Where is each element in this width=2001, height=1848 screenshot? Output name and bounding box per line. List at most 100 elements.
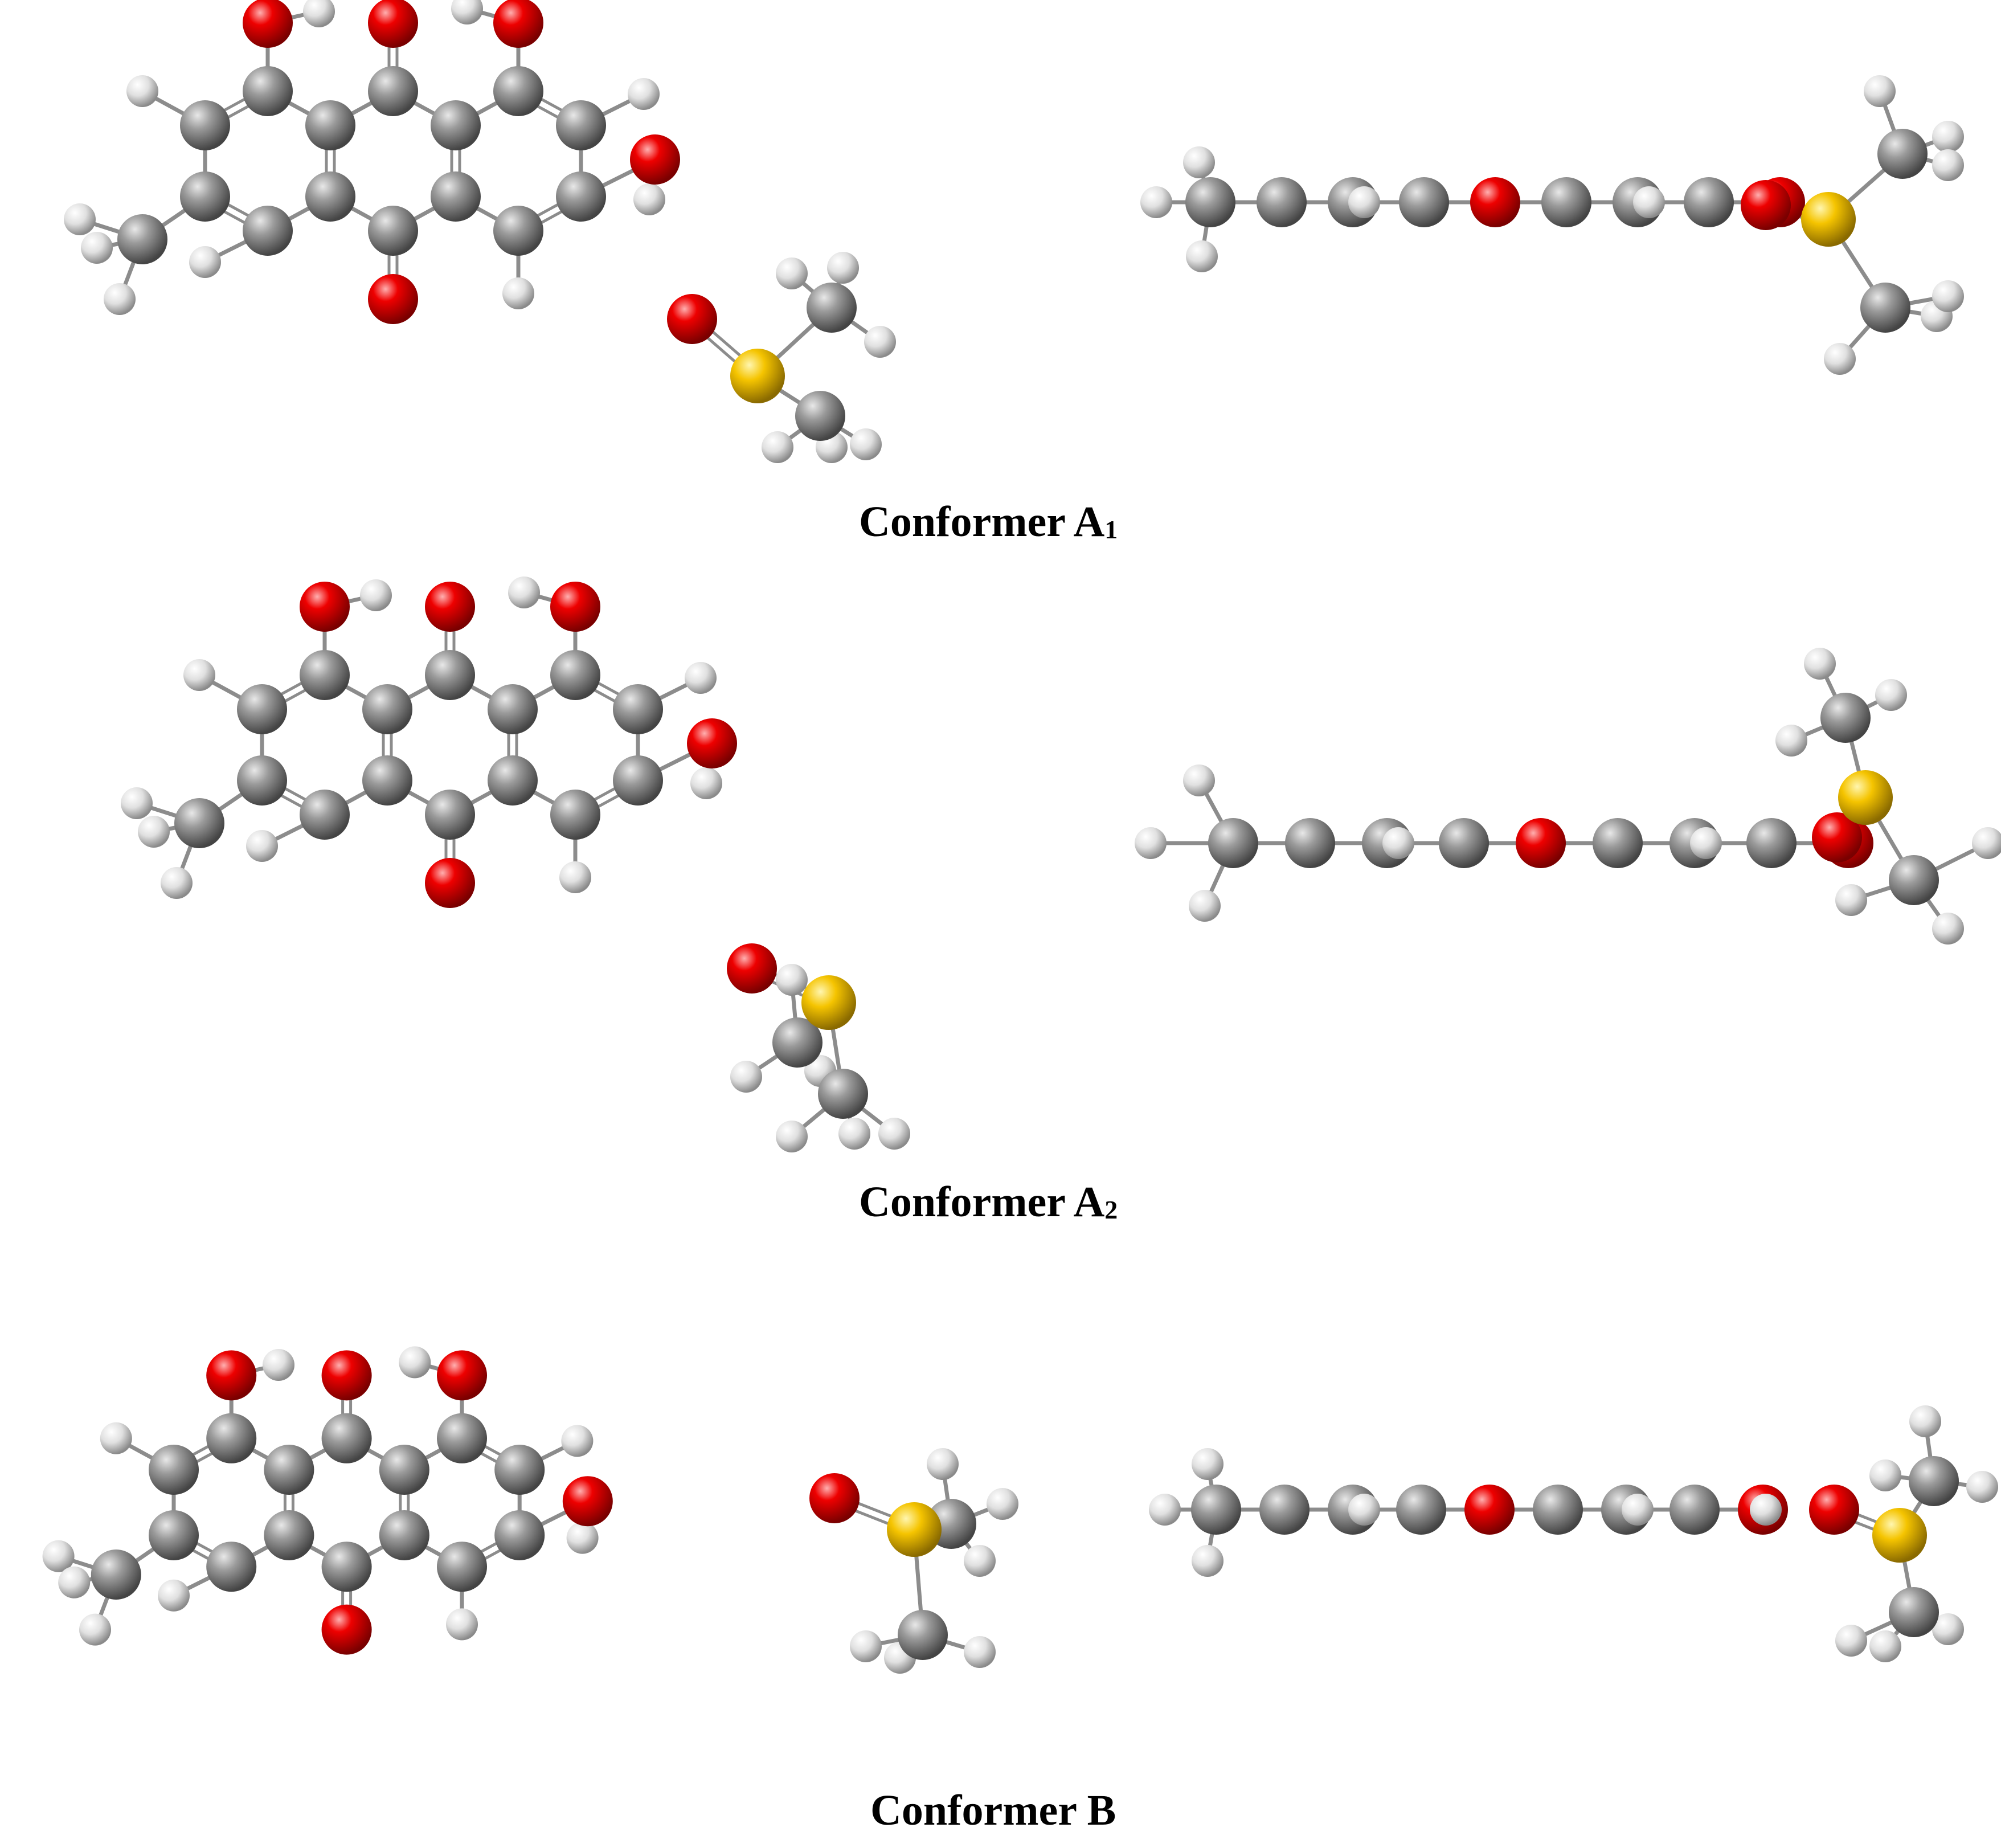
carbon-atom (368, 206, 418, 256)
oxygen-atom (562, 1476, 613, 1527)
carbon-atom (206, 1413, 257, 1463)
carbon-atom (368, 66, 418, 116)
caption-conformer-a2: Conformer A2 (859, 1178, 1118, 1226)
carbon-atom (243, 66, 293, 116)
carbon-atom (174, 798, 224, 848)
hydrogen-atom (1348, 186, 1380, 218)
hydrogen-atom (1932, 149, 1964, 181)
hydrogen-atom (633, 183, 665, 215)
hydrogen-atom (58, 1566, 91, 1598)
hydrogen-atom (303, 0, 335, 27)
hydrogen-atom (1183, 764, 1215, 796)
hydrogen-atom (927, 1448, 959, 1480)
hydrogen-atom (1690, 827, 1722, 859)
carbon-atom (493, 206, 543, 256)
carbon-atom (1909, 1456, 1959, 1506)
hydrogen-atom (1966, 1471, 1998, 1503)
hydrogen-atom (561, 1425, 594, 1457)
hydrogen-atom (246, 830, 278, 862)
sulfur-atom (1872, 1508, 1927, 1563)
carbon-atom (305, 171, 355, 222)
carbon-atom (1396, 1485, 1446, 1535)
hydrogen-atom (1186, 240, 1218, 272)
carbon-atom (1533, 1485, 1583, 1535)
oxygen-atom (368, 274, 418, 324)
hydrogen-atom (827, 252, 859, 284)
carbon-atom (91, 1549, 141, 1600)
carbon-atom (493, 66, 543, 116)
carbon-atom (264, 1510, 314, 1560)
hydrogen-atom (81, 232, 113, 264)
oxygen-atom (687, 718, 737, 768)
hydrogen-atom (1835, 884, 1867, 916)
carbon-atom (300, 790, 350, 840)
hydrogen-atom (1183, 146, 1215, 178)
caption-conformer-a1: Conformer A1 (859, 498, 1118, 546)
carbon-atom (237, 755, 287, 806)
carbon-atom (431, 100, 481, 150)
hydrogen-atom (850, 1630, 882, 1662)
carbon-atom (300, 650, 350, 700)
oxygen-atom (425, 858, 475, 908)
hydrogen-atom (1140, 186, 1172, 218)
carbon-atom (180, 171, 230, 222)
sulfur-atom (887, 1502, 942, 1557)
carbon-atom (321, 1542, 372, 1592)
hydrogen-atom (104, 283, 136, 315)
hydrogen-atom (158, 1579, 190, 1612)
oxygen-atom (493, 0, 543, 48)
oxygen-atom (1812, 812, 1862, 862)
carbon-atom (362, 684, 412, 734)
carbon-atom (180, 100, 230, 150)
hydrogen-atom (451, 0, 483, 24)
carbon-atom (1259, 1485, 1310, 1535)
hydrogen-atom (1932, 1613, 1964, 1645)
carbon-atom (1889, 855, 1939, 905)
hydrogen-atom (1775, 725, 1807, 757)
carbon-atom (1399, 177, 1449, 227)
hydrogen-atom (628, 78, 660, 110)
carbon-atom (206, 1542, 257, 1592)
carbon-atom (488, 755, 538, 806)
oxygen-atom (1470, 177, 1520, 227)
oxygen-atom (1464, 1485, 1515, 1535)
hydrogen-atom (1804, 648, 1836, 680)
carbon-atom (362, 755, 412, 806)
carbon-atom (1285, 818, 1335, 868)
hydrogen-atom (508, 577, 540, 608)
carbon-atom (1889, 1587, 1939, 1637)
hydrogen-atom (1750, 1494, 1782, 1526)
carbon-atom (1185, 177, 1235, 227)
atoms-layer (42, 0, 2001, 1674)
hydrogen-atom (964, 1545, 996, 1577)
hydrogen-atom (878, 1118, 910, 1150)
carbon-atom (321, 1413, 372, 1463)
oxygen-atom (1516, 818, 1566, 868)
carbon-atom (613, 755, 663, 806)
caption-conformer-b: Conformer B (870, 1786, 1116, 1834)
carbon-atom (1820, 693, 1871, 743)
hydrogen-atom (559, 861, 591, 893)
carbon-atom (1541, 177, 1591, 227)
hydrogen-atom (1382, 827, 1414, 859)
carbon-atom (556, 100, 606, 150)
hydrogen-atom (1909, 1405, 1941, 1437)
hydrogen-atom (1869, 1459, 1901, 1491)
carbon-atom (1684, 177, 1734, 227)
sulfur-atom (801, 975, 856, 1030)
oxygen-atom (1741, 180, 1791, 230)
hydrogen-atom (1835, 1625, 1867, 1657)
carbon-atom (613, 684, 663, 734)
hydrogen-atom (1633, 186, 1665, 218)
hydrogen-atom (1622, 1494, 1654, 1526)
carbon-atom (1877, 129, 1928, 179)
carbon-atom (494, 1445, 545, 1495)
carbon-atom (550, 790, 600, 840)
carbon-atom (437, 1542, 487, 1592)
hydrogen-atom (987, 1488, 1018, 1520)
carbon-atom (437, 1413, 487, 1463)
carbon-atom (795, 391, 845, 441)
carbon-atom (898, 1610, 948, 1660)
carbon-atom (431, 171, 481, 222)
hydrogen-atom (79, 1613, 111, 1646)
